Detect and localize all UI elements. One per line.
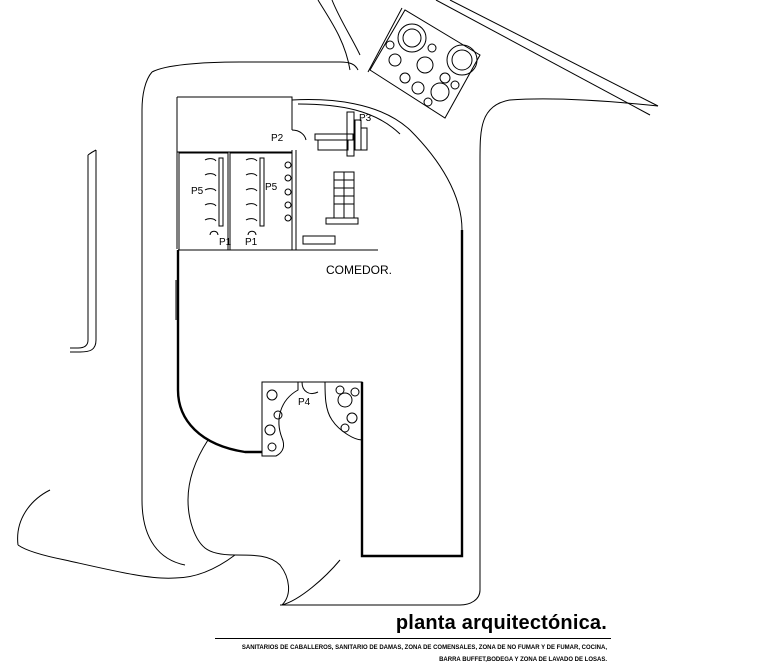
building-walls xyxy=(175,96,464,558)
title-rule xyxy=(215,638,611,639)
plan-title: planta arquitectónica. xyxy=(395,612,607,634)
kitchen-fixtures xyxy=(291,111,368,245)
dining-room-label: COMEDOR. xyxy=(326,263,392,277)
entrance-planters xyxy=(261,381,363,457)
garden-planter xyxy=(367,7,481,119)
door-label-p1-right: P1 xyxy=(245,237,258,248)
plan-description: SANITARIOS DE CABALLEROS, SANITARIO DE D… xyxy=(241,645,607,663)
door-label-p5-right: P5 xyxy=(265,182,278,193)
title-block: planta arquitectónica. SANITARIOS DE CAB… xyxy=(215,612,611,664)
restroom-partitions xyxy=(177,150,378,251)
door-label-p5-left: P5 xyxy=(191,186,204,197)
door-label-p2: P2 xyxy=(271,133,284,144)
door-label-p3: P3 xyxy=(359,113,372,124)
site-boundary xyxy=(17,0,659,606)
door-label-p1-left: P1 xyxy=(219,237,232,248)
door-label-p4: P4 xyxy=(298,397,311,408)
restroom-fixtures xyxy=(204,157,292,236)
